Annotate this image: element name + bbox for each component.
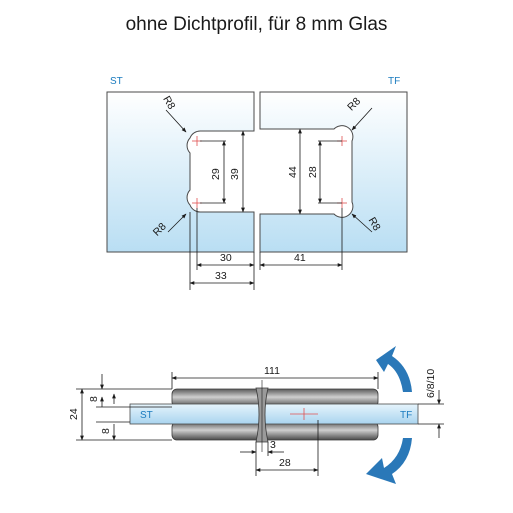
dim-28-side: 28 xyxy=(279,457,291,469)
side-view: ST TF 111 24 8 8 xyxy=(68,346,444,484)
rotation-arrow-down-icon xyxy=(366,438,412,484)
page-title: ohne Dichtprofil, für 8 mm Glas xyxy=(125,14,388,35)
tf-label: TF xyxy=(388,76,400,87)
radius-label-bottom-right: R8 xyxy=(366,215,383,233)
dim-28: 28 xyxy=(307,166,319,178)
st-label: ST xyxy=(110,76,123,87)
dim-44: 44 xyxy=(287,166,299,178)
dim-111: 111 xyxy=(264,365,280,377)
clamp-bottom-block xyxy=(171,421,379,441)
glass-pane xyxy=(129,403,419,425)
side-tf-label: TF xyxy=(400,410,412,421)
dim-3: 3 xyxy=(270,439,276,451)
dim-111-lines xyxy=(171,372,379,389)
dim-41: 41 xyxy=(294,252,306,264)
horizontal-dimension-lines xyxy=(189,208,343,290)
dim-24: 24 xyxy=(68,408,80,420)
dim-33: 33 xyxy=(215,270,227,282)
left-dimension-lines xyxy=(76,374,172,441)
dim-glass-thickness: 6/8/10 xyxy=(425,369,437,398)
dim-29: 29 xyxy=(210,168,222,180)
vertical-dimension-lines-left xyxy=(200,130,245,213)
dim-30: 30 xyxy=(220,252,232,264)
dim-8-bottom: 8 xyxy=(100,428,112,434)
top-view: ST TF R8 R8 R8 R8 29 39 xyxy=(106,76,408,290)
rotation-arrow-up-icon xyxy=(376,346,412,392)
dim-8-top: 8 xyxy=(88,396,100,402)
bottom-dimension-lines xyxy=(240,420,319,476)
dim-39: 39 xyxy=(229,168,241,180)
radius-leaders xyxy=(165,107,373,233)
radius-label-top-left: R8 xyxy=(160,94,177,112)
rotation-arrows xyxy=(366,346,412,484)
tf-plate xyxy=(259,91,408,253)
side-st-label: ST xyxy=(140,410,153,421)
vertical-dimension-lines-right xyxy=(298,128,342,215)
glass-thickness-lines xyxy=(418,390,444,438)
